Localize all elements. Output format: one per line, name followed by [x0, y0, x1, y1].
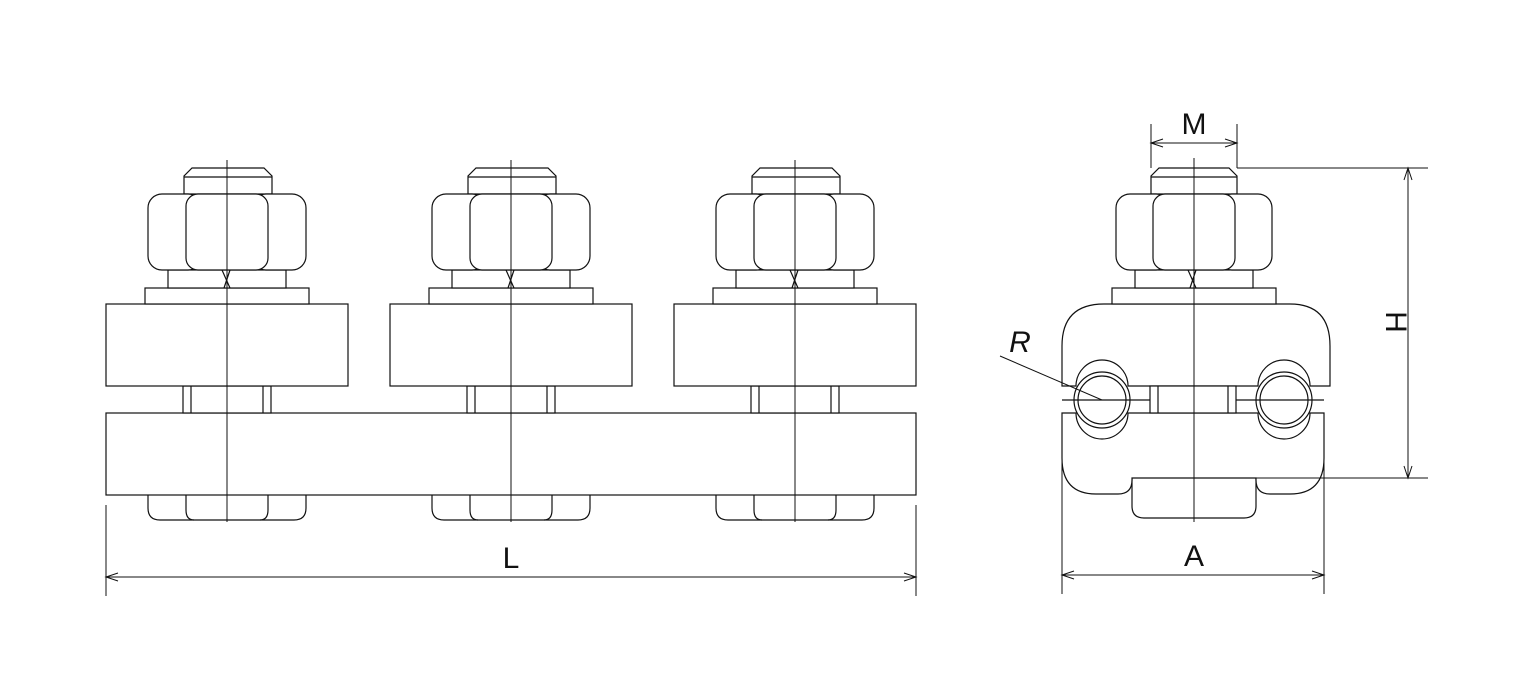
side-bolt-shank — [1149, 385, 1237, 414]
dimension-height: H — [1237, 166, 1428, 480]
dimension-radius: R — [999, 326, 1103, 401]
dimension-width: A — [1060, 460, 1326, 594]
bolt-assembly-2 — [389, 160, 633, 522]
label-height: H — [1379, 311, 1412, 333]
dimension-bolt: M — [1149, 108, 1239, 168]
bolt-thread-tip — [183, 167, 273, 195]
front-view: L — [104, 160, 918, 596]
side-view: M H A R — [999, 108, 1428, 594]
label-length: L — [503, 542, 520, 575]
lower-jaw — [1061, 412, 1325, 495]
dimension-length: L — [104, 505, 918, 596]
bolt-assembly-1 — [105, 160, 349, 522]
label-radius: R — [1009, 326, 1031, 359]
bolt-assembly-3 — [673, 160, 917, 522]
conductor-right — [1255, 371, 1313, 429]
label-bolt: M — [1182, 108, 1207, 141]
label-width: A — [1184, 540, 1204, 573]
upper-jaw — [1061, 303, 1331, 387]
